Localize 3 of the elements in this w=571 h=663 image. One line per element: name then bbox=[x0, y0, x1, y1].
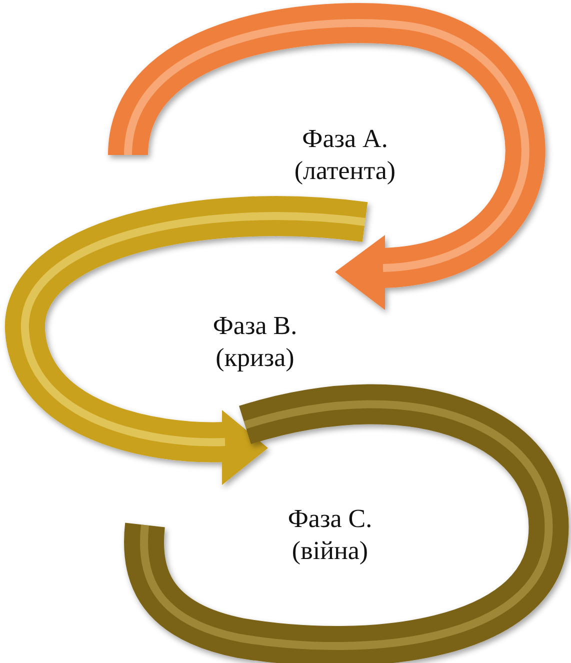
phase-label: Фаза А. (латента) bbox=[293, 123, 397, 187]
phase-label: Фаза В. (криза) bbox=[212, 310, 298, 374]
phase-label: Фаза С. (війна) bbox=[286, 503, 374, 567]
